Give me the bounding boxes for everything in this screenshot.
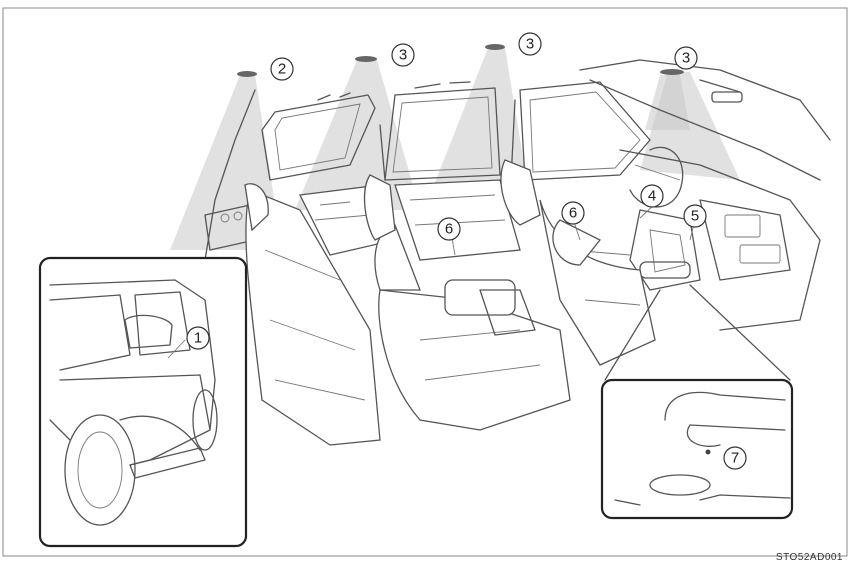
callout-3-middle-label: 3 <box>526 36 534 53</box>
callout-6-middle: 6 <box>438 218 460 240</box>
callout-2: 2 <box>271 58 293 80</box>
figure-code: STO52AD001 <box>776 552 843 563</box>
callout-2-label: 2 <box>278 61 286 78</box>
lamp-rear-left <box>237 71 257 77</box>
callout-3-front: 3 <box>675 47 697 69</box>
lamp-rear-center <box>355 56 377 62</box>
callout-5: 5 <box>684 205 706 227</box>
callout-1-label: 1 <box>194 330 202 347</box>
callout-7-label: 7 <box>731 450 739 467</box>
callout-6-front-label: 6 <box>569 205 577 222</box>
lamp-front <box>660 69 684 75</box>
callout-7: 7 <box>724 447 746 469</box>
callout-3-rear: 3 <box>392 44 414 66</box>
callout-5-label: 5 <box>691 208 699 225</box>
callout-4-label: 4 <box>648 188 656 205</box>
callout-3-front-label: 3 <box>682 50 690 67</box>
callout-6-front: 6 <box>562 202 584 224</box>
callout-6-middle-label: 6 <box>445 221 453 238</box>
callout-3-rear-label: 3 <box>399 47 407 64</box>
lamp-middle <box>485 44 505 50</box>
inset-exterior <box>40 258 246 546</box>
callout-3-middle: 3 <box>519 33 541 55</box>
callout-1: 1 <box>187 327 209 349</box>
callout-4: 4 <box>641 185 663 207</box>
